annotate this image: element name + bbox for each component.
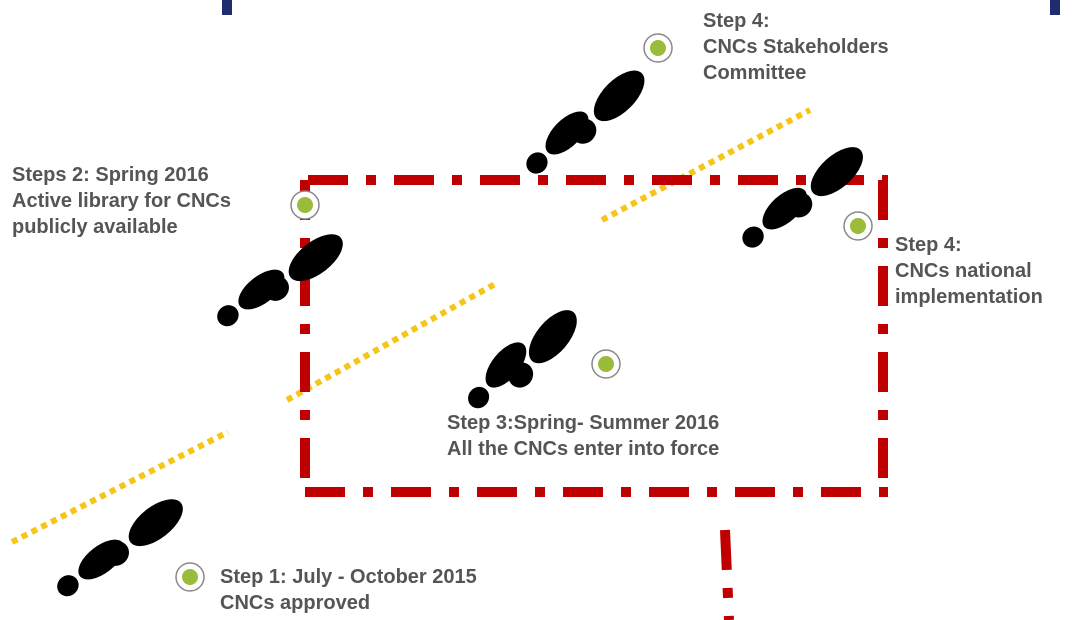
green-dot-icon: [643, 33, 673, 63]
dotted-path-segment-2: [285, 281, 497, 403]
dotted-path: [10, 107, 812, 545]
corner-accent-right: [1050, 0, 1060, 15]
step-4-national-title: Step 4:: [895, 234, 962, 256]
step-2-detail: Active library for CNCs: [12, 190, 231, 212]
step-markers: [175, 33, 873, 592]
step-4-national-label: Step 4: CNCs national implementation: [895, 232, 1043, 310]
step-3-title: Step 3:Spring- Summer 2016: [447, 412, 720, 434]
corner-accent-left: [222, 0, 232, 15]
step-4-committee-label: Step 4: CNCs Stakeholders Committee: [703, 8, 889, 86]
step-3-label: Step 3:Spring- Summer 2016 All the CNCs …: [447, 410, 719, 462]
step-2-label: Steps 2: Spring 2016 Active library for …: [12, 162, 231, 240]
step-2-detail-2: publicly available: [12, 216, 178, 238]
step-4-national-detail-2: implementation: [895, 286, 1043, 308]
dotted-path-segment-1: [10, 429, 230, 545]
green-dot-icon: [290, 190, 320, 220]
step-2-title: Steps 2: Spring 2016: [12, 164, 209, 186]
step-4-committee-detail-2: Committee: [703, 62, 807, 84]
green-dot-icon: [591, 349, 621, 379]
step-1-title: Step 1: July - October 2015: [220, 566, 477, 588]
step-1-detail: CNCs approved: [220, 592, 371, 614]
dashed-frame: [300, 175, 888, 620]
shoeprint-icon: [735, 180, 814, 255]
green-dot-icon: [843, 211, 873, 241]
green-dot-icon: [175, 562, 205, 592]
step-4-committee-detail: CNCs Stakeholders: [703, 36, 889, 58]
frame-tail: [720, 529, 734, 620]
shoeprint-icon: [50, 532, 132, 604]
step-4-committee-title: Step 4:: [703, 10, 770, 32]
step-4-national-detail: CNCs national: [895, 260, 1032, 282]
step-1-label: Step 1: July - October 2015 CNCs approve…: [220, 564, 477, 616]
step-3-detail: All the CNCs enter into force: [447, 438, 720, 460]
